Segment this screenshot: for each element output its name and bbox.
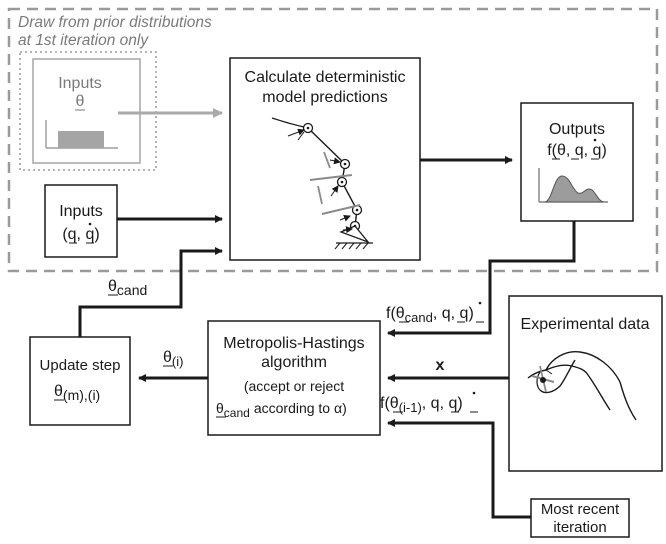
recent-line1: Most recent	[541, 501, 620, 518]
x-label: x	[436, 357, 445, 374]
experimental-data-label: Experimental data	[521, 316, 650, 333]
recent-to-metropolis-arrow	[387, 419, 531, 519]
inputs-theta-label: Inputs	[58, 75, 102, 92]
inputs-theta-symbol: θ	[76, 93, 85, 110]
outputs-label: Outputs	[549, 121, 605, 138]
posterior-density-icon	[538, 168, 608, 203]
most-recent-iteration-node: Most recent iteration	[530, 498, 630, 538]
metropolis-note-line1: (accept or reject	[244, 378, 344, 394]
finger-linkage-icon	[271, 117, 373, 250]
model-node: Calculate deterministic model prediction…	[229, 57, 421, 261]
experimental-data-node: Experimental data	[508, 295, 663, 472]
outputs-to-metropolis-arrow	[387, 221, 576, 337]
model-title-line1: Calculate deterministic	[245, 69, 406, 86]
metropolis-hastings-node: Metropolis-Hastings algorithm (accept or…	[207, 320, 381, 436]
metropolis-title-line1: Metropolis-Hastings	[223, 335, 364, 352]
prior-caption-line2: at 1st iteration only	[18, 32, 149, 49]
f-prev-label: f(θ(i-1), q, q)	[380, 395, 463, 415]
inputs-q-label: Inputs	[59, 203, 103, 220]
recent-line2: iteration	[553, 519, 606, 536]
model-title-line2: model predictions	[262, 89, 387, 106]
inputs-q-node: Inputs (q, q)	[44, 184, 118, 258]
outputs-node: Outputs f(θ, q, q)	[520, 102, 634, 222]
outputs-formula: f(θ, q, q)	[547, 142, 607, 159]
hand-sensor-icon	[527, 351, 637, 421]
uniform-prior-icon	[45, 120, 118, 149]
update-step-node: Update step θ(m),(i)	[29, 336, 131, 426]
theta-i-label: θ(i)	[163, 349, 183, 369]
update-theta: θ(m),(i)	[54, 383, 100, 403]
inputs-theta-node: Inputs θ	[19, 51, 157, 171]
f-cand-label: f(θcand, q, q)	[386, 305, 474, 325]
update-to-model-arrow	[78, 247, 223, 337]
metropolis-title-line2: algorithm	[261, 354, 327, 371]
theta-cand-label: θcand	[108, 278, 147, 298]
prior-region-border	[7, 7, 659, 273]
prior-caption-line1: Draw from prior distributions	[18, 14, 212, 31]
update-title: Update step	[40, 357, 121, 374]
inputs-q-args: (q, q)	[62, 226, 99, 243]
